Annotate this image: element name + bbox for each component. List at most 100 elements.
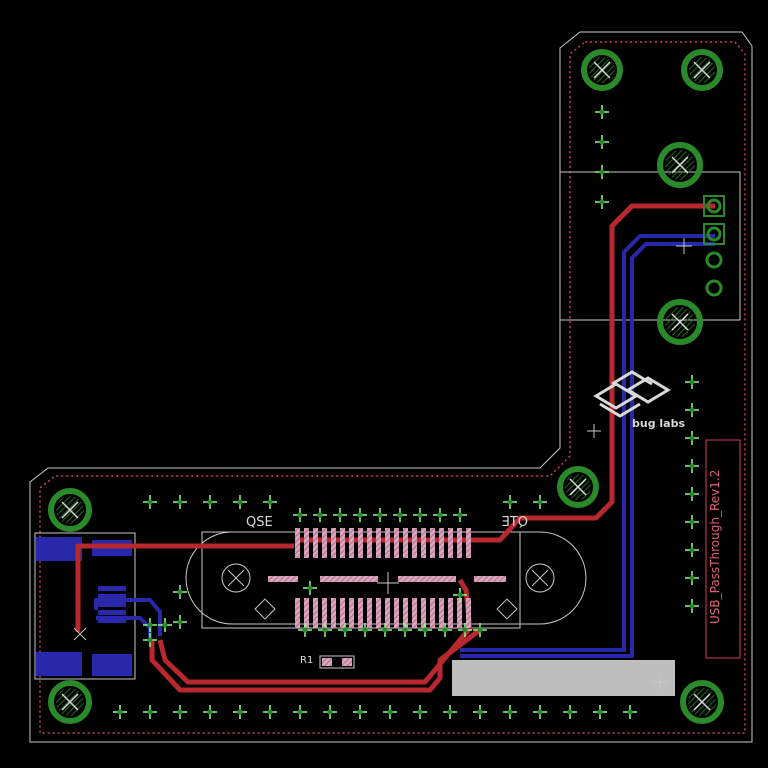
crosshair-icon [533, 705, 547, 719]
logo-text: bug labs [632, 417, 685, 430]
smd-pad [295, 598, 300, 628]
crosshair-icon [143, 705, 157, 719]
center-bars [268, 576, 506, 582]
hatched-circle-icon [657, 142, 703, 188]
hatched-circle-icon [557, 466, 599, 508]
smd-pad [358, 528, 363, 558]
crosshair-icon [263, 705, 277, 719]
smd-pad [340, 528, 345, 558]
crosshair-icon [473, 705, 487, 719]
mounting-holes [48, 49, 724, 724]
crosshair-icon [593, 705, 607, 719]
crosshair-icon [563, 705, 577, 719]
smd-pad [385, 598, 390, 628]
smd-pad [376, 598, 381, 628]
smd-pad [322, 598, 327, 628]
smd-pad [349, 598, 354, 628]
crosshair-icon [303, 581, 317, 595]
hatched-circle-icon [680, 680, 724, 724]
smd-pad [340, 598, 345, 628]
crosshair-icon [143, 633, 157, 647]
layout-name: USB_PassThrough_Rev1.2 [708, 470, 722, 624]
crosshair-icon [173, 705, 187, 719]
crosshair-icon [685, 515, 699, 529]
smd-pad [331, 598, 336, 628]
hatched-circle-icon [48, 488, 92, 532]
board-outline [29, 31, 753, 743]
crosshair-icon [293, 705, 307, 719]
crosshair-icon [685, 599, 699, 613]
crosshair-icon [358, 623, 372, 637]
smd-pad [466, 598, 471, 628]
smd-pad [358, 598, 363, 628]
smd-pad [457, 598, 462, 628]
connector-label-left: QSE [246, 515, 273, 530]
crosshair-icon [173, 615, 187, 629]
crosshair-icon [453, 588, 467, 602]
usb-pins [703, 195, 725, 297]
resistor-label: R1 [300, 655, 313, 666]
smd-pad [295, 528, 300, 558]
smd-pad [448, 528, 453, 558]
smd-pad [367, 528, 372, 558]
crosshair-icon [533, 495, 547, 509]
crosshair-icon [473, 623, 487, 637]
crosshair-icon [203, 705, 217, 719]
smd-pad [349, 528, 354, 558]
resistor-r1[interactable] [319, 655, 355, 669]
smd-pad [448, 598, 453, 628]
smd-pad [313, 528, 318, 558]
crosshair-icon [318, 623, 332, 637]
crosshair-icon [503, 705, 517, 719]
smd-pad [376, 528, 381, 558]
smd-pad [304, 598, 309, 628]
via-markers [113, 105, 699, 719]
smd-pad [403, 598, 408, 628]
smd-pad [421, 598, 426, 628]
crosshair-icon [503, 495, 517, 509]
smd-pad [304, 528, 309, 558]
origin-crosshairs [73, 238, 692, 690]
smd-pad [394, 598, 399, 628]
hatched-circle-icon [681, 49, 723, 91]
crosshair-icon [443, 705, 457, 719]
crosshair-icon [418, 623, 432, 637]
crosshair-icon [338, 623, 352, 637]
crosshair-icon [383, 705, 397, 719]
board-to-board-outline [185, 531, 587, 625]
crosshair-icon [353, 705, 367, 719]
bottom-copper-pads [36, 537, 132, 676]
crosshair-icon [143, 495, 157, 509]
crosshair-icon [113, 705, 127, 719]
crosshair-icon [233, 705, 247, 719]
hatched-circle-icon [657, 299, 703, 345]
smd-pad [403, 528, 408, 558]
crosshair-icon [173, 585, 187, 599]
crosshair-icon [203, 495, 217, 509]
selection-box [452, 660, 675, 696]
usb-connector-outline [559, 171, 741, 321]
crosshair-icon [323, 705, 337, 719]
hatched-circle-icon [581, 49, 623, 91]
crosshair-icon [595, 135, 609, 149]
crosshair-icon [595, 105, 609, 119]
smd-pad [394, 528, 399, 558]
crosshair-icon [685, 543, 699, 557]
crosshair-icon [685, 375, 699, 389]
crosshair-icon [685, 571, 699, 585]
smd-pad [466, 528, 471, 558]
smd-pad [412, 598, 417, 628]
top-copper-traces [75, 203, 715, 693]
left-connector-outline [34, 532, 136, 680]
crosshair-icon [353, 508, 367, 522]
smd-pad [457, 528, 462, 558]
crosshair-icon [143, 618, 157, 632]
crosshair-icon [233, 495, 247, 509]
label-frame [705, 439, 741, 659]
crosshair-icon [623, 705, 637, 719]
crosshair-icon [685, 403, 699, 417]
crosshair-icon [158, 618, 172, 632]
lower-pad-row [295, 598, 471, 628]
crosshair-icon [685, 431, 699, 445]
